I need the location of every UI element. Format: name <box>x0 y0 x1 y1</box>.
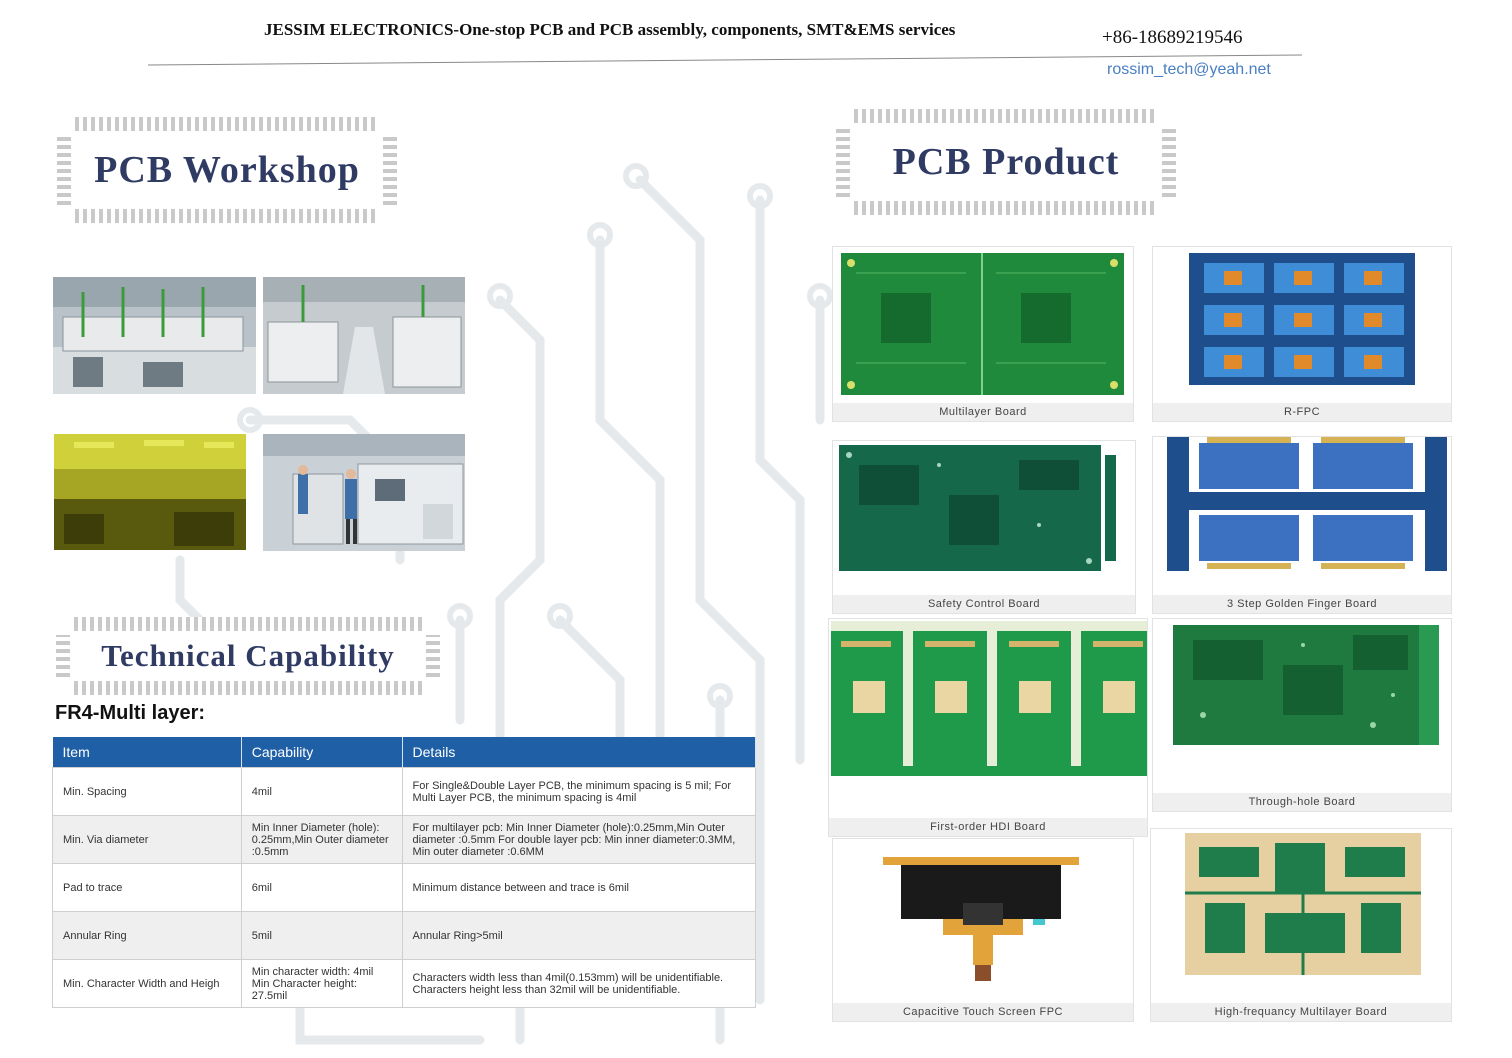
table-row: Min. Spacing 4mil For Single&Double Laye… <box>52 767 757 816</box>
safety-control-board-image <box>839 445 1120 571</box>
high-frequency-board-image <box>1185 833 1421 975</box>
product-label: Through-hole Board <box>1153 793 1451 811</box>
multilayer-board-image <box>841 253 1124 395</box>
product-card-golden-finger-board: 3 Step Golden Finger Board <box>1152 436 1452 614</box>
product-card-touch-screen-fpc: Capacitive Touch Screen FPC <box>832 838 1134 1022</box>
pcb-workshop-heading: PCB Workshop <box>57 117 397 223</box>
cell-capability: Min Inner Diameter (hole): 0.25mm,Min Ou… <box>240 815 403 864</box>
product-card-r-fpc: R-FPC <box>1152 246 1452 422</box>
cell-details: For Single&Double Layer PCB, the minimum… <box>401 767 757 816</box>
product-card-safety-control-board: Safety Control Board <box>832 440 1136 614</box>
cell-capability: 4mil <box>240 767 403 816</box>
cell-capability: Min character width: 4mil Min Character … <box>240 959 403 1008</box>
column-header-capability: Capability <box>241 737 403 768</box>
cell-details: Annular Ring>5mil <box>401 911 757 960</box>
header-divider <box>148 54 1302 66</box>
phone-number: +86-18689219546 <box>1102 27 1243 48</box>
hdi-board-image <box>831 621 1147 776</box>
table-row: Min. Via diameter Min Inner Diameter (ho… <box>52 815 757 864</box>
product-label: Safety Control Board <box>833 595 1135 613</box>
product-label: R-FPC <box>1153 403 1451 421</box>
pcb-product-heading: PCB Product <box>836 109 1176 215</box>
cell-item: Min. Character Width and Heigh <box>52 959 242 1008</box>
workshop-photo-machines-aisle <box>263 277 465 394</box>
pcb-product-title: PCB Product <box>892 141 1120 183</box>
golden-finger-board-image <box>1167 437 1447 571</box>
workshop-photo-yellow-room <box>54 434 246 550</box>
pcb-workshop-title: PCB Workshop <box>94 149 360 191</box>
company-tagline: JESSIM ELECTRONICS-One-stop PCB and PCB … <box>264 20 956 39</box>
product-label: Capacitive Touch Screen FPC <box>833 1003 1133 1021</box>
column-header-item: Item <box>52 737 242 768</box>
product-card-multilayer-board: Multilayer Board <box>832 246 1134 422</box>
through-hole-board-image <box>1173 625 1439 745</box>
technical-capability-heading: Technical Capability <box>56 617 440 695</box>
table-header-row: Item Capability Details <box>52 737 757 768</box>
cell-details: Characters width less than 4mil(0.153mm)… <box>401 959 757 1008</box>
cell-capability: 6mil <box>240 863 403 912</box>
product-label: First-order HDI Board <box>829 818 1147 836</box>
workshop-photo-operators <box>263 434 465 551</box>
product-label: 3 Step Golden Finger Board <box>1153 595 1451 613</box>
table-row: Pad to trace 6mil Minimum distance betwe… <box>52 863 757 912</box>
r-fpc-image <box>1189 253 1415 385</box>
table-row: Annular Ring 5mil Annular Ring>5mil <box>52 911 757 960</box>
cell-item: Pad to trace <box>52 863 242 912</box>
cell-details: For multilayer pcb: Min Inner Diameter (… <box>401 815 757 864</box>
column-header-details: Details <box>402 737 757 768</box>
cell-item: Min. Via diameter <box>52 815 242 864</box>
product-label: Multilayer Board <box>833 403 1133 421</box>
product-card-hdi-board: First-order HDI Board <box>828 618 1148 837</box>
cell-capability: 5mil <box>240 911 403 960</box>
cell-item: Min. Spacing <box>52 767 242 816</box>
fr4-multilayer-subheading: FR4-Multi layer: <box>55 702 206 724</box>
capability-table: Item Capability Details Min. Spacing 4mi… <box>52 737 757 1008</box>
product-card-through-hole-board: Through-hole Board <box>1152 618 1452 812</box>
cell-item: Annular Ring <box>52 911 242 960</box>
technical-capability-title: Technical Capability <box>101 638 395 673</box>
email-link[interactable]: rossim_tech@yeah.net <box>1107 61 1271 78</box>
cell-details: Minimum distance between and trace is 6m… <box>401 863 757 912</box>
product-card-high-frequency-board: High-frequancy Multilayer Board <box>1150 828 1452 1022</box>
workshop-photo-production-line <box>53 277 256 394</box>
table-row: Min. Character Width and Heigh Min chara… <box>52 959 757 1008</box>
product-label: High-frequancy Multilayer Board <box>1151 1003 1451 1021</box>
touch-screen-fpc-image <box>883 855 1083 985</box>
